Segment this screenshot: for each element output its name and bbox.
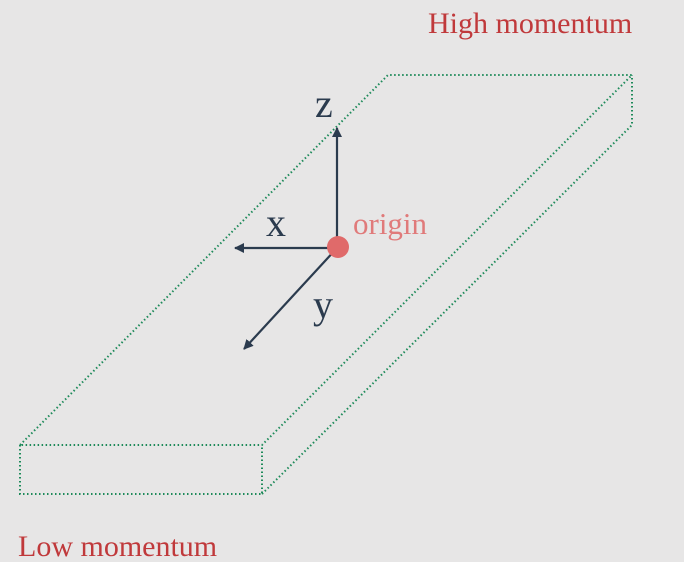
z-axis-label: z [315,81,333,126]
high-momentum-label: High momentum [428,7,633,40]
origin-dot [327,236,349,258]
y-axis-label: y [313,282,333,327]
slab-front-face [19,445,263,495]
origin-label: origin [353,206,428,241]
y-axis-arrow [243,247,338,350]
slab-box [19,74,635,495]
axes [234,127,342,350]
low-momentum-label: Low momentum [18,530,218,562]
x-axis-label: x [266,200,286,245]
